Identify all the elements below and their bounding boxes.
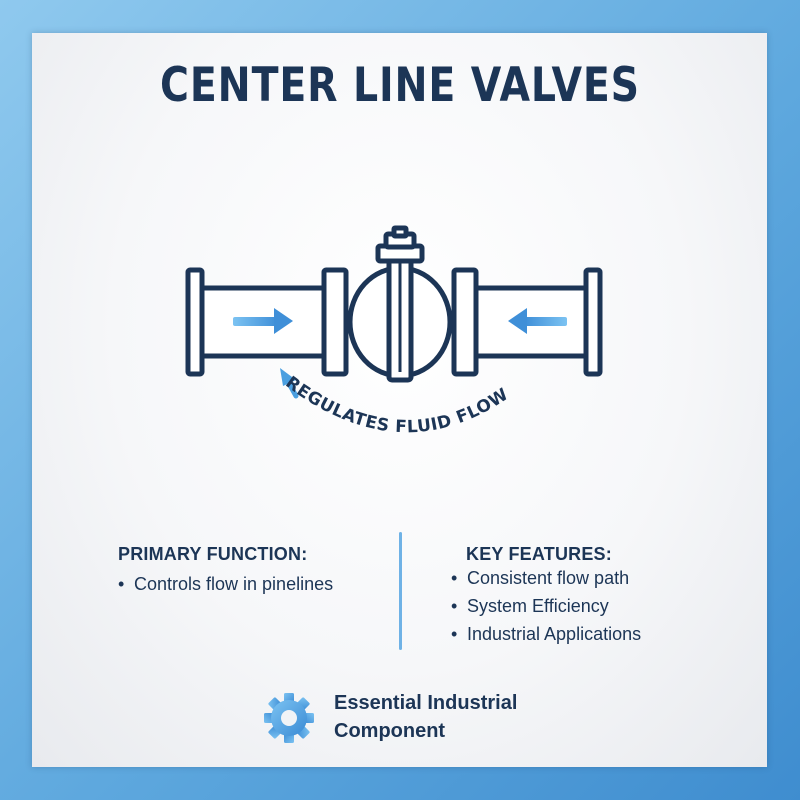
column-divider	[399, 532, 402, 650]
primary-function-heading: PRIMARY FUNCTION:	[118, 544, 308, 564]
list-item: System Efficiency	[451, 592, 641, 620]
key-features-heading: KEY FEATURES:	[466, 544, 612, 564]
valve-body	[347, 225, 453, 383]
list-item: Controls flow in pinelines	[118, 570, 333, 598]
list-item: Industrial Applications	[451, 620, 641, 648]
curved-arrow-icon	[280, 368, 299, 399]
gear-icon	[264, 693, 314, 743]
page-title: CENTER LINE VALVES	[160, 58, 640, 113]
left-pipe	[185, 267, 349, 377]
flow-arrow-left	[508, 308, 567, 334]
list-item: Consistent flow path	[451, 564, 641, 592]
primary-function-list: Controls flow in pinelines	[118, 570, 333, 598]
key-features-list: Consistent flow path System Efficiency I…	[451, 564, 641, 648]
right-pipe	[451, 267, 603, 377]
flow-arrow-right	[233, 308, 293, 334]
footer-text: Essential Industrial Component	[334, 692, 518, 742]
